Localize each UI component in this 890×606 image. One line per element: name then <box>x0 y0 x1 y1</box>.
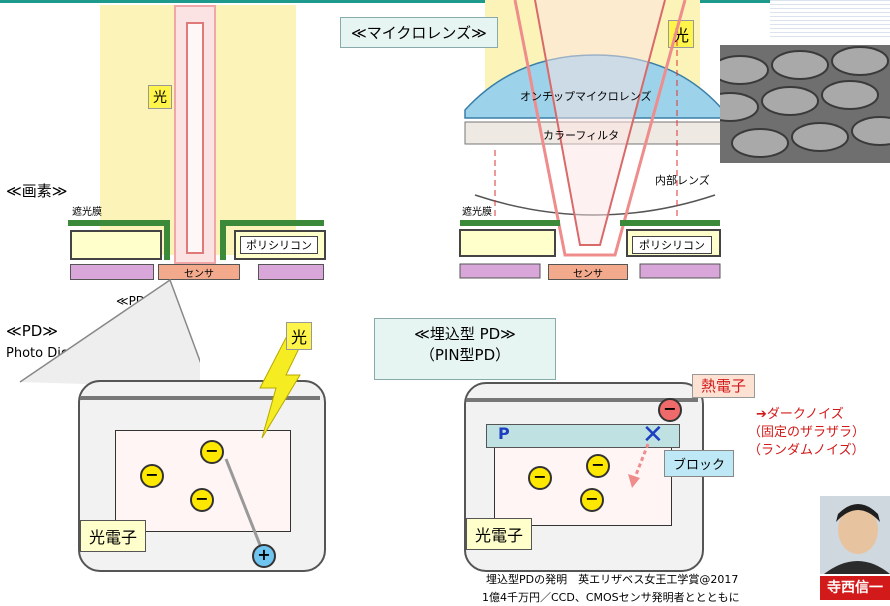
light-beam-left-core <box>186 22 204 254</box>
microlens-drawing <box>459 0 724 279</box>
pd-title: ≪PD≫ <box>6 322 59 340</box>
hole-pd: + <box>252 544 276 568</box>
poly-block-right-a <box>459 229 556 257</box>
purple-block-left-a <box>70 264 154 280</box>
purple-block-right-b <box>639 263 721 279</box>
pixel-title: ≪画素≫ <box>6 182 68 200</box>
purple-block-right-a <box>459 263 541 279</box>
light-label-left: 光 <box>148 85 172 109</box>
fixed-noise-label: （固定のザラザラ） <box>748 425 866 440</box>
photoelectron-label-buried: 光電子 <box>466 518 533 550</box>
p-layer <box>486 424 680 448</box>
purple-block-left-b <box>258 264 324 280</box>
random-noise-label: （ランダムノイズ） <box>748 443 865 458</box>
poly-label-left: ポリシリコン <box>240 236 318 254</box>
shade-film-left-d <box>220 220 324 226</box>
shade-film-left-c <box>220 220 226 260</box>
drift-arrow <box>224 458 262 546</box>
poly-block-left-a <box>70 230 162 260</box>
microlens-photo <box>720 45 890 163</box>
sensor-right: センサ <box>548 264 628 280</box>
shade-film-left-a <box>68 220 170 226</box>
callout-lines <box>19 278 200 388</box>
light-label-pd: 光 <box>286 322 313 350</box>
on-chip-lens-label: オンチップマイクロレンズ <box>520 90 652 103</box>
inventor-name: 寺西信一 <box>820 576 890 600</box>
dark-noise-label: ➔ダークノイズ <box>756 407 844 422</box>
buried-pd-title: ≪埋込型 PD≫ <box>414 325 516 343</box>
shade-label-right: 遮光膜 <box>462 207 492 218</box>
blocked-arrow <box>628 443 650 488</box>
photoelectron-label-pd: 光電子 <box>80 520 147 552</box>
shade-film-right-a <box>460 220 560 226</box>
electron-buried-1: − <box>586 454 610 478</box>
footer-line-1: 埋込型PDの発明 英エリザベス女王工学賞@2017 <box>486 573 739 586</box>
focused-beam-outer <box>513 0 687 257</box>
electron-buried-3: − <box>580 488 604 512</box>
inner-lens-label: 内部レンズ <box>655 174 710 187</box>
buried-pd-subtitle: （PIN型PD） <box>419 346 511 364</box>
buried-pd-title-box: ≪埋込型 PD≫ （PIN型PD） <box>374 318 556 380</box>
top-accent-line <box>0 0 890 3</box>
poly-label-right: ポリシリコン <box>632 236 712 254</box>
buried-surface-line <box>466 398 698 402</box>
electron-buried-2: − <box>528 466 552 490</box>
block-label: ブロック <box>664 450 735 477</box>
shade-film-left-b <box>164 220 170 260</box>
thermal-electron: − <box>658 398 682 422</box>
shade-film-right-b <box>620 220 720 226</box>
portrait-photo <box>820 496 890 574</box>
pd-surface-line <box>80 396 320 400</box>
electron-pd-3: − <box>190 488 214 512</box>
electron-pd-1: − <box>200 440 224 464</box>
block-x-icon: ✕ <box>642 420 664 450</box>
thermal-label: 熱電子 <box>692 374 756 398</box>
electron-pd-2: − <box>140 464 164 488</box>
footer-line-2: 1億4千万円／CCD、CMOSセンサ発明者ととともに <box>482 591 740 604</box>
focused-beam-inner <box>534 0 666 246</box>
header-stripes <box>770 0 890 40</box>
sensor-left: センサ <box>158 264 240 280</box>
color-filter-label: カラーフィルタ <box>543 129 620 142</box>
microlens-title: ≪マイクロレンズ≫ <box>340 17 498 48</box>
p-label: P <box>498 424 510 443</box>
shade-label-left: 遮光膜 <box>72 207 102 218</box>
